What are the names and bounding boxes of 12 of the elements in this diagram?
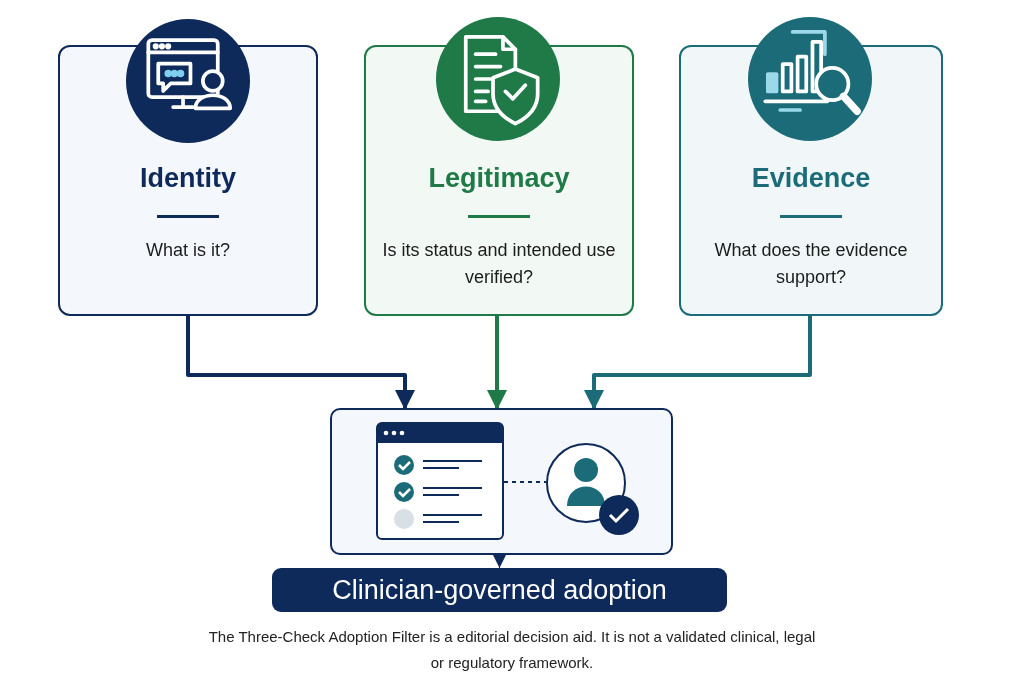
caption: The Three-Check Adoption Filter is a editorial decision aid. It is not a validated clinical, legal or regulatory framework. [207, 627, 817, 673]
card-title: Legitimacy [427, 163, 571, 194]
card-question: Is its status and intended use verified? [381, 239, 617, 289]
arrow [493, 554, 506, 569]
card-question: What is it? [145, 239, 231, 262]
card-question: What does the evidence support? [713, 239, 909, 289]
arrow [186, 316, 415, 410]
arrow [487, 316, 507, 410]
arrow [584, 316, 812, 410]
heading-banner: Clinician-governed adoption [272, 568, 727, 612]
card-title: Evidence [750, 163, 872, 194]
card-title: Identity [139, 163, 237, 194]
